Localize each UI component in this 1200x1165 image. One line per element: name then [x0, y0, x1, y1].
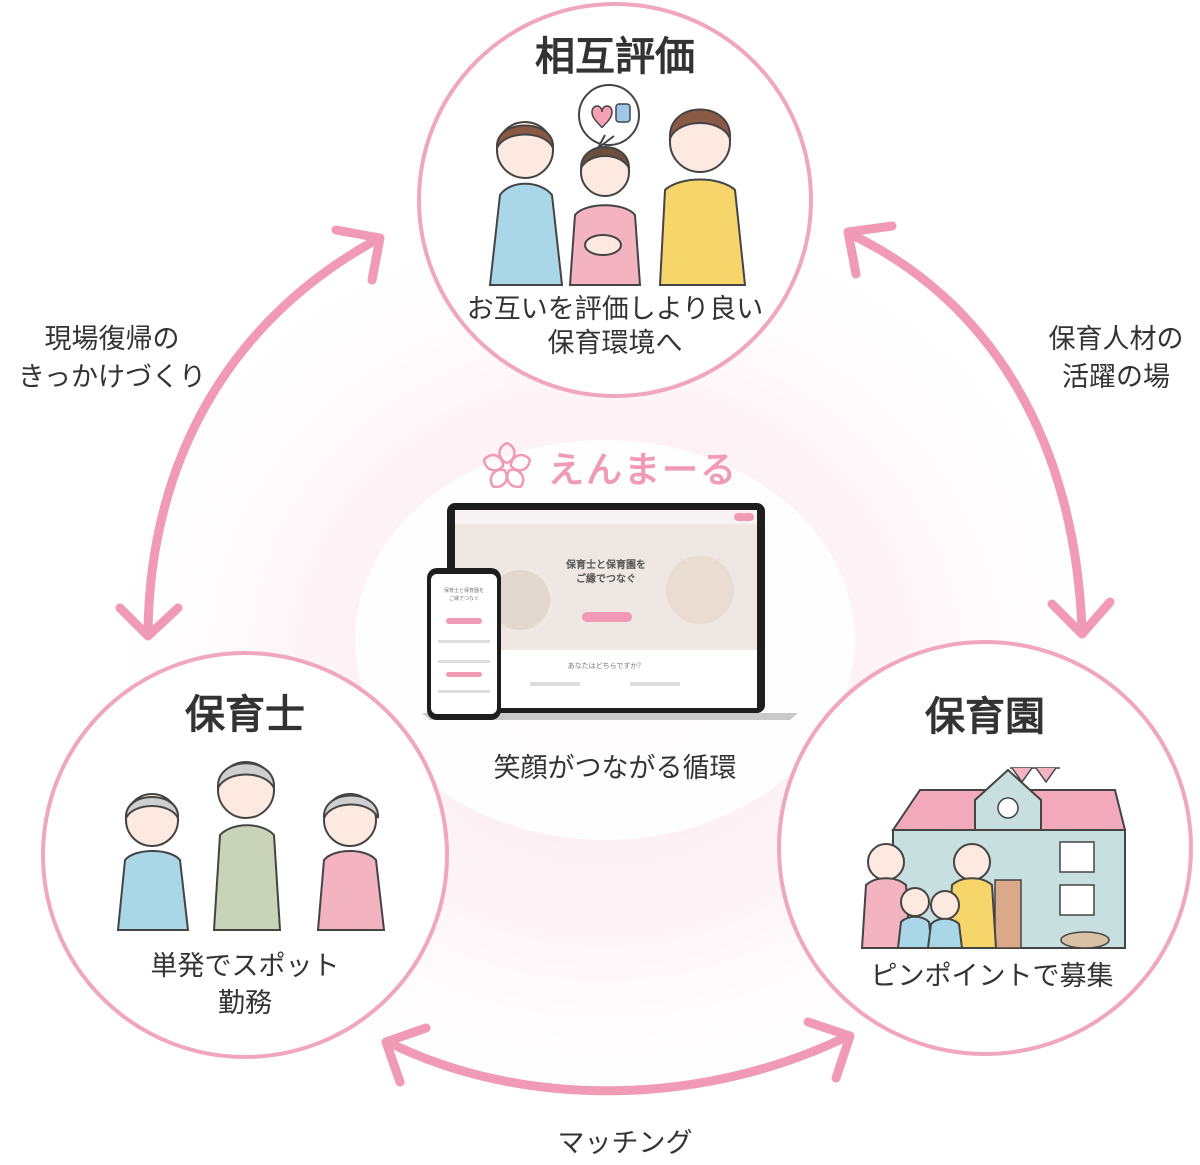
node-top-line-1: お互いを評価しより良い	[467, 294, 763, 325]
edge-right-line-1: 保育人材の	[1049, 324, 1184, 355]
nursery-building-illustration	[860, 767, 1127, 949]
device-mockup: 保育士と保育園を ご縁でつなぐ あなたはどちらですか？ 保育士と保育園を ご縁で…	[422, 503, 798, 720]
edge-left-line-1: 現場復帰の	[45, 324, 180, 355]
node-right-title: 保育園	[925, 694, 1045, 740]
node-left-line-2: 勤務	[218, 988, 272, 1019]
laptop-hero-line-1: 保育士と保育園を	[565, 558, 646, 571]
laptop-hero-line-2: ご縁でつなぐ	[576, 572, 636, 585]
arrow-left	[115, 225, 385, 641]
center-caption: 笑顔がつながる循環	[494, 753, 737, 784]
node-top-line-2: 保育環境へ	[548, 328, 683, 359]
phone-screen	[431, 574, 497, 714]
laptop-question: あなたはどちらですか？	[568, 662, 645, 670]
node-left-line-1: 単発でスポット	[151, 951, 340, 982]
node-left-title: 保育士	[185, 692, 305, 738]
heart-icon	[591, 105, 613, 129]
edge-bottom-line-1: マッチング	[558, 1128, 693, 1159]
edge-left-line-2: きっかけづくり	[18, 362, 206, 393]
phone-title-line-2: ご縁でつなぐ	[449, 595, 479, 602]
sakura-icon	[482, 441, 532, 489]
node-top: 相互評価 お互いを評価しより良い 保育環境へ	[417, 2, 813, 398]
node-left: 保育士 単発でスポット 勤務	[41, 651, 449, 1059]
edge-right-line-2: 活躍の場	[1062, 362, 1170, 393]
node-right: 保育園 ピンポイントで募集	[777, 640, 1193, 1056]
laptop-base	[422, 713, 798, 720]
clock-icon	[997, 797, 1019, 819]
brand-name: えんまーる	[548, 450, 738, 491]
node-right-line-1: ピンポイントで募集	[871, 961, 1114, 992]
arrow-bottom	[381, 1017, 855, 1096]
brand-logo: えんまーる	[482, 441, 738, 491]
node-top-title: 相互評価	[535, 34, 695, 80]
phone-title-line-1: 保育士と保育園を	[444, 587, 484, 594]
laptop-cta-button	[582, 612, 632, 622]
childcare-workers-illustration	[116, 761, 386, 931]
thumbs-up-icon	[615, 103, 631, 123]
mutual-evaluation-illustration	[488, 84, 747, 286]
node-top-circle	[417, 2, 813, 398]
arrow-right	[843, 221, 1115, 639]
